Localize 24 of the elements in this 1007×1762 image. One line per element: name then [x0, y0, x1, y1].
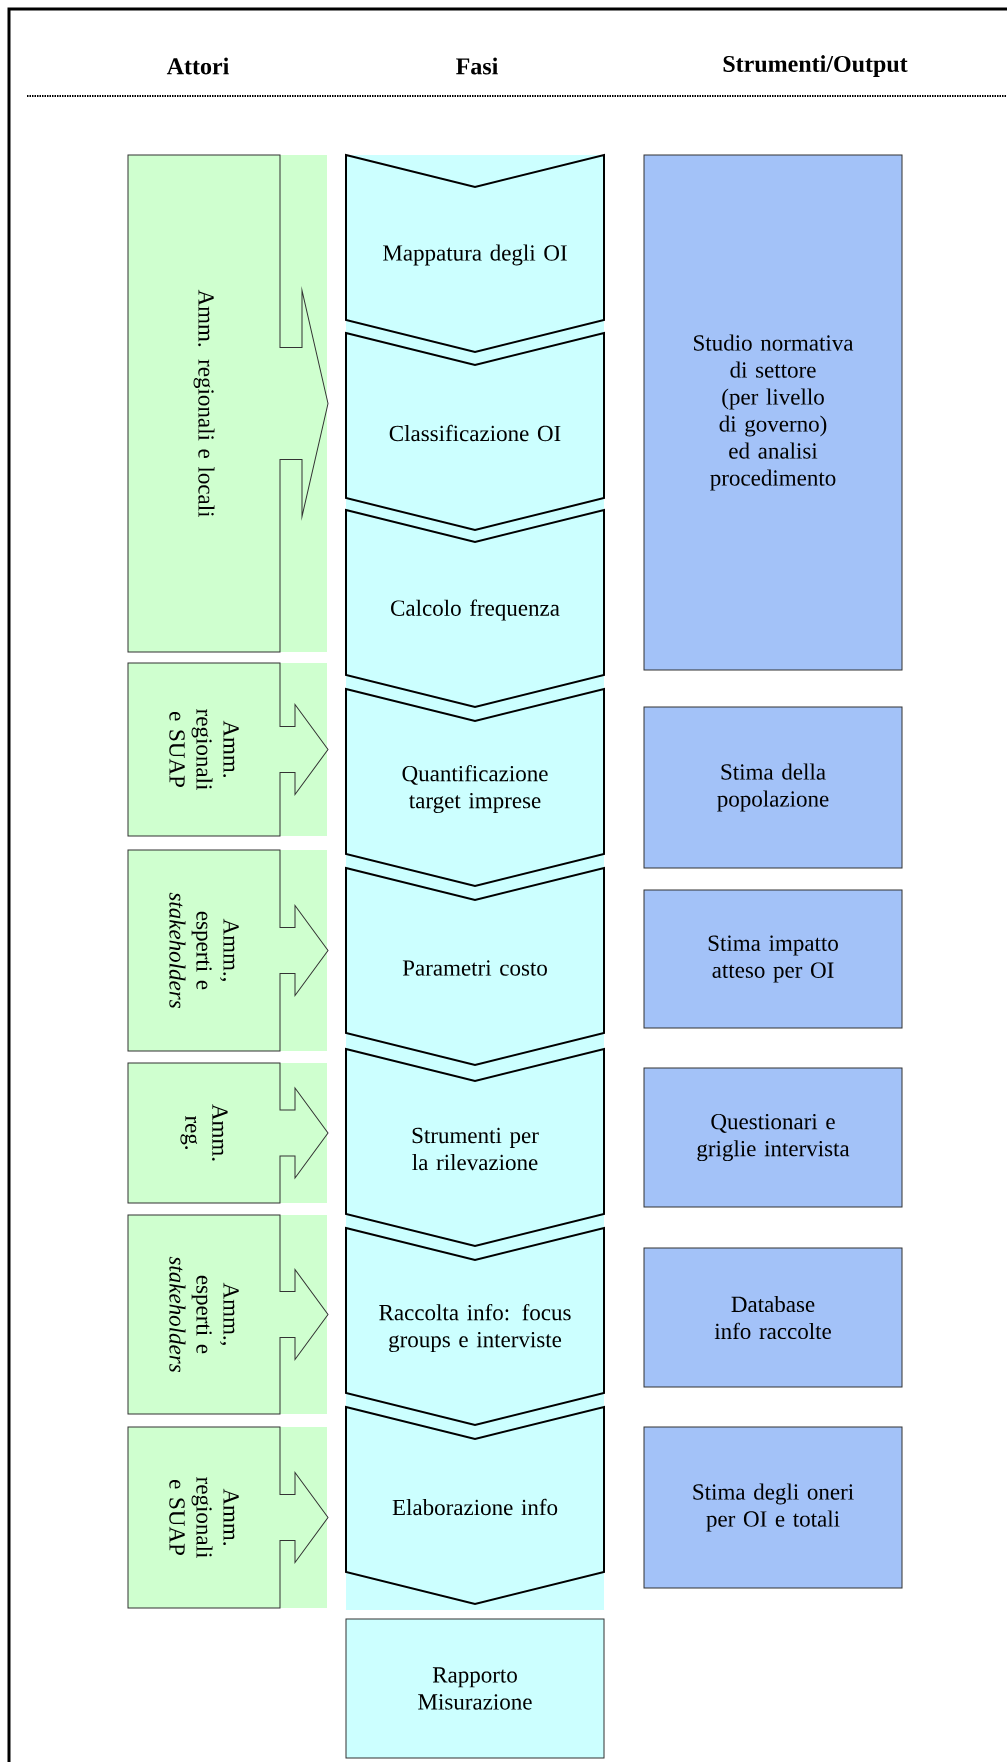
- output-box: Questionari e griglie intervista: [643, 1067, 903, 1208]
- process-step: Mappatura degli OI: [345, 153, 605, 354]
- output-box: Stima della popolazione: [643, 706, 903, 869]
- actor-callout: Amm., esperti e stakeholders: [127, 1214, 329, 1415]
- output-box: Stima impatto atteso per OI: [643, 889, 903, 1029]
- process-step: Strumenti per la rilevazione: [345, 1047, 605, 1248]
- process-step: Quantificazione target imprese: [345, 687, 605, 888]
- process-step: Classificazione OI: [345, 331, 605, 532]
- result-box: Rapporto Misurazione: [345, 1618, 605, 1759]
- actor-callout: Amm., esperti e stakeholders: [127, 849, 329, 1052]
- actor-callout: Amm. regionali e SUAP: [127, 1426, 329, 1609]
- process-step: Calcolo frequenza: [345, 508, 605, 709]
- actor-callout: Amm. regionali e locali: [127, 154, 329, 653]
- actor-callout: Amm. regionali e SUAP: [127, 662, 329, 837]
- output-box: Stima degli oneri per OI e totali: [643, 1426, 903, 1589]
- output-box: Database info raccolte: [643, 1247, 903, 1388]
- process-step: Elaborazione info: [345, 1405, 605, 1606]
- process-step: Raccolta info: focus groups e interviste: [345, 1226, 605, 1427]
- column-heading: Fasi: [456, 57, 498, 75]
- process-step: Parametri costo: [345, 866, 605, 1067]
- column-heading: Attori: [166, 57, 229, 75]
- actor-callout: Amm. reg.: [127, 1062, 329, 1204]
- output-box: Studio normativa di settore (per livello di governo) ed analisi procedimento: [643, 154, 903, 671]
- column-heading: Strumenti/Output: [723, 55, 908, 77]
